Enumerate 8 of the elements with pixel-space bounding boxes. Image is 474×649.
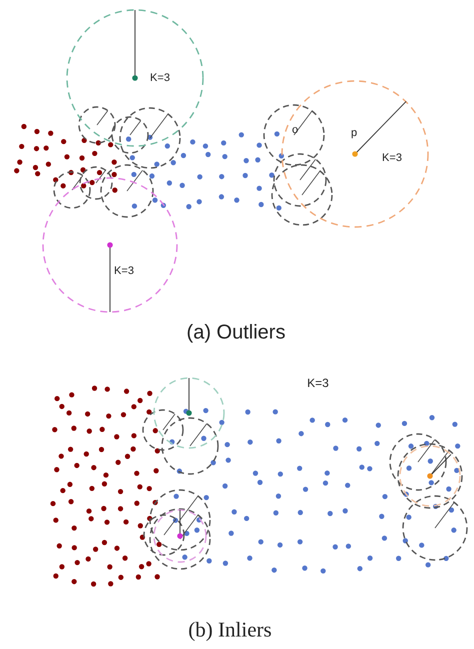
k-label: K=3 xyxy=(150,72,170,84)
k-label: K=3 xyxy=(307,376,329,390)
point-label: o xyxy=(292,124,298,136)
point-label: p xyxy=(350,127,358,139)
k-label: K=3 xyxy=(114,265,134,277)
k-label: K=3 xyxy=(382,152,402,164)
panel-caption: (b) Inliers xyxy=(188,618,272,642)
panel-caption: (a) Outliers xyxy=(186,322,286,344)
